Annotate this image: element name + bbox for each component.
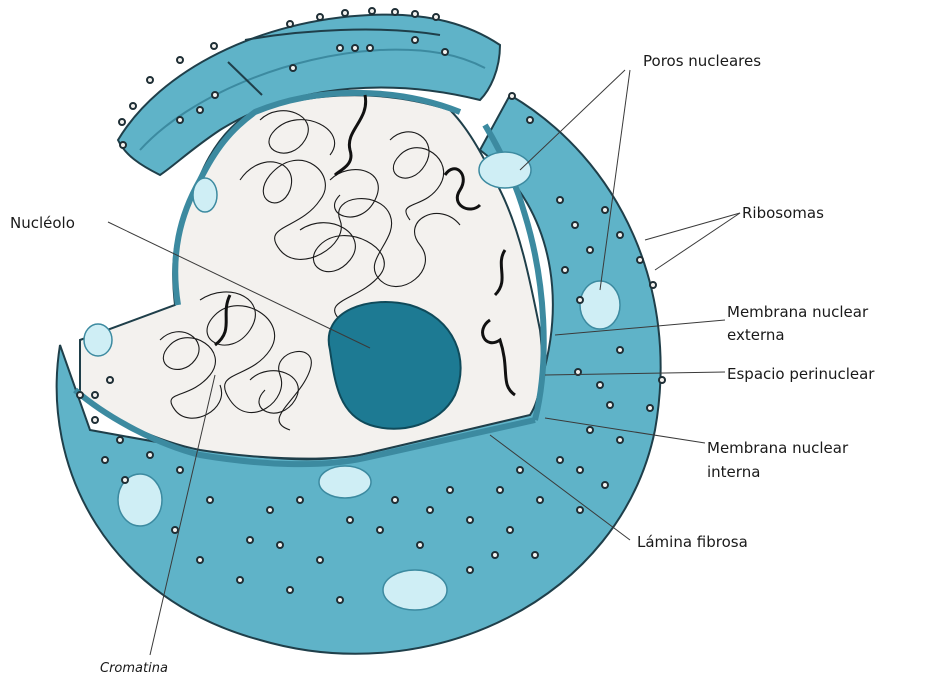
- label-ribosomas: Ribosomas: [742, 204, 824, 222]
- leader-ribosomas-2: [655, 213, 740, 270]
- label-membrana-interna-1: Membrana nuclear: [707, 439, 849, 457]
- label-poros-nucleares: Poros nucleares: [643, 52, 761, 70]
- label-lamina-fibrosa: Lámina fibrosa: [637, 533, 748, 551]
- nucleolus: [329, 302, 461, 429]
- label-membrana-interna-2: interna: [707, 463, 760, 481]
- label-cromatina: Cromatina: [100, 661, 168, 676]
- leader-ribosomas-1: [645, 213, 740, 240]
- nuclear-pore: [479, 152, 531, 188]
- label-nucleolo: Nucléolo: [10, 214, 75, 232]
- label-membrana-externa-2: externa: [727, 326, 785, 344]
- nuclear-pore: [193, 178, 217, 212]
- nuclear-pore: [84, 324, 112, 356]
- nuclear-pore: [383, 570, 447, 610]
- label-membrana-externa-1: Membrana nuclear: [727, 303, 869, 321]
- nuclear-pore: [319, 466, 371, 498]
- label-espacio-perinuclear: Espacio perinuclear: [727, 365, 875, 383]
